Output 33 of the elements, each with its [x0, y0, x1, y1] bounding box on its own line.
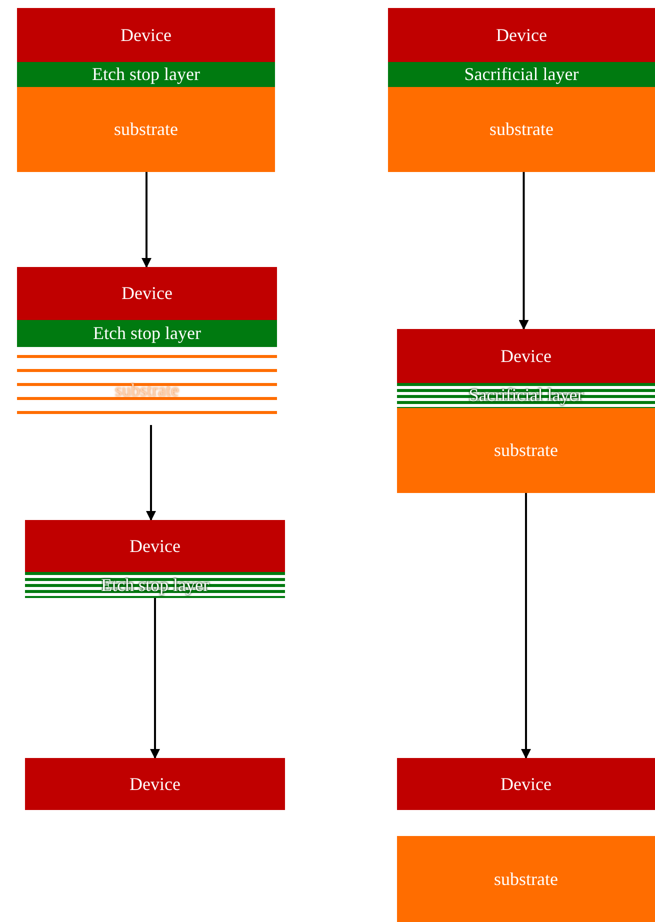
- layer-label: Device: [130, 536, 180, 556]
- arrow: [142, 172, 152, 268]
- layer-label: substrate: [494, 440, 558, 461]
- arrow: [521, 493, 531, 759]
- device-layer: [388, 8, 655, 62]
- substrate-layer: [17, 87, 275, 172]
- device-layer: [17, 267, 277, 320]
- etch-layer: [388, 62, 655, 87]
- layer-label: Device: [500, 346, 552, 366]
- arrow: [146, 425, 156, 521]
- layer-label: Device: [130, 774, 180, 794]
- etch-layer: [17, 320, 277, 347]
- arrow: [150, 598, 160, 759]
- etch-layer: [17, 62, 275, 87]
- layer-label: Device: [122, 283, 172, 304]
- layer-label: substrate: [494, 868, 558, 890]
- substrate-layer: [397, 836, 655, 922]
- layer-label: Etch stop layer: [93, 323, 201, 344]
- layer-label: substrate: [490, 119, 554, 140]
- layer-label: Etch stop layer: [92, 64, 200, 85]
- layer-label: Device: [500, 774, 552, 794]
- substrate-layer: [397, 408, 655, 493]
- layer-label: substrate: [114, 119, 178, 140]
- arrow: [518, 172, 529, 330]
- layer-label: Device: [120, 24, 172, 46]
- device-layer: [25, 520, 285, 572]
- device-layer: [397, 758, 655, 810]
- layer-label: Device: [496, 24, 547, 46]
- substrate-layer: [388, 87, 655, 172]
- layer-label: Sacrificial layer: [464, 64, 579, 85]
- device-layer: [17, 8, 275, 62]
- device-layer: [25, 758, 285, 810]
- device-layer: [397, 329, 655, 383]
